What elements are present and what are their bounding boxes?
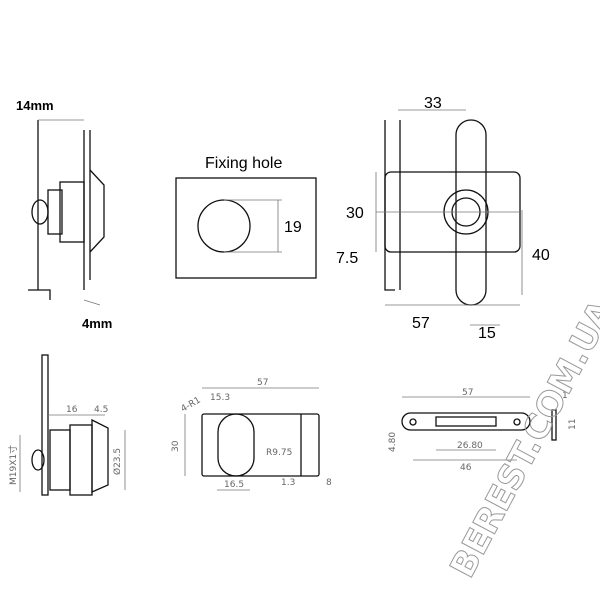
dim-cam-30: 30 bbox=[171, 440, 181, 452]
dim-46: 46 bbox=[460, 463, 472, 473]
dim-57: 57 bbox=[412, 315, 430, 332]
dim-15-3: 15.3 bbox=[210, 393, 230, 403]
dim-diameter-23-5: Ø23.5 bbox=[112, 448, 123, 475]
dim-1: 1 bbox=[562, 391, 568, 401]
dim-4mm: 4mm bbox=[82, 316, 112, 331]
fixing-hole-diagram bbox=[175, 177, 317, 279]
dim-4-80: 4.80 bbox=[388, 432, 398, 452]
dim-26-80: 26.80 bbox=[457, 441, 483, 451]
dim-r9-75: R9.75 bbox=[266, 448, 292, 458]
dim-thread: M19X1寸 bbox=[7, 445, 19, 485]
dim-7-5: 7.5 bbox=[336, 250, 358, 267]
dim-40: 40 bbox=[532, 247, 550, 264]
dim-15: 15 bbox=[478, 325, 496, 342]
dim-8: 8 bbox=[326, 478, 332, 488]
dim-4-r1: 4-R1 bbox=[180, 395, 203, 414]
dim-30: 30 bbox=[346, 205, 364, 222]
front-view bbox=[375, 109, 523, 326]
fixing-hole-title: Fixing hole bbox=[205, 155, 282, 172]
dim-19: 19 bbox=[284, 219, 302, 236]
dim-16: 16 bbox=[66, 405, 78, 415]
dim-plate-57: 57 bbox=[462, 388, 473, 398]
dim-14mm: 14mm bbox=[16, 98, 54, 113]
dim-1-3: 1.3 bbox=[281, 478, 295, 488]
dim-33: 33 bbox=[424, 95, 442, 112]
watermark: BEREST.COM.UA bbox=[443, 293, 600, 584]
cam-view bbox=[184, 387, 320, 491]
dim-11: 11 bbox=[568, 419, 578, 430]
side-view-top bbox=[28, 119, 105, 306]
dim-4-5: 4.5 bbox=[94, 405, 108, 415]
side-view-bottom bbox=[19, 354, 126, 496]
strike-plate bbox=[401, 396, 557, 461]
dim-16-5: 16.5 bbox=[224, 480, 244, 490]
dim-cam-57: 57 bbox=[257, 378, 268, 388]
